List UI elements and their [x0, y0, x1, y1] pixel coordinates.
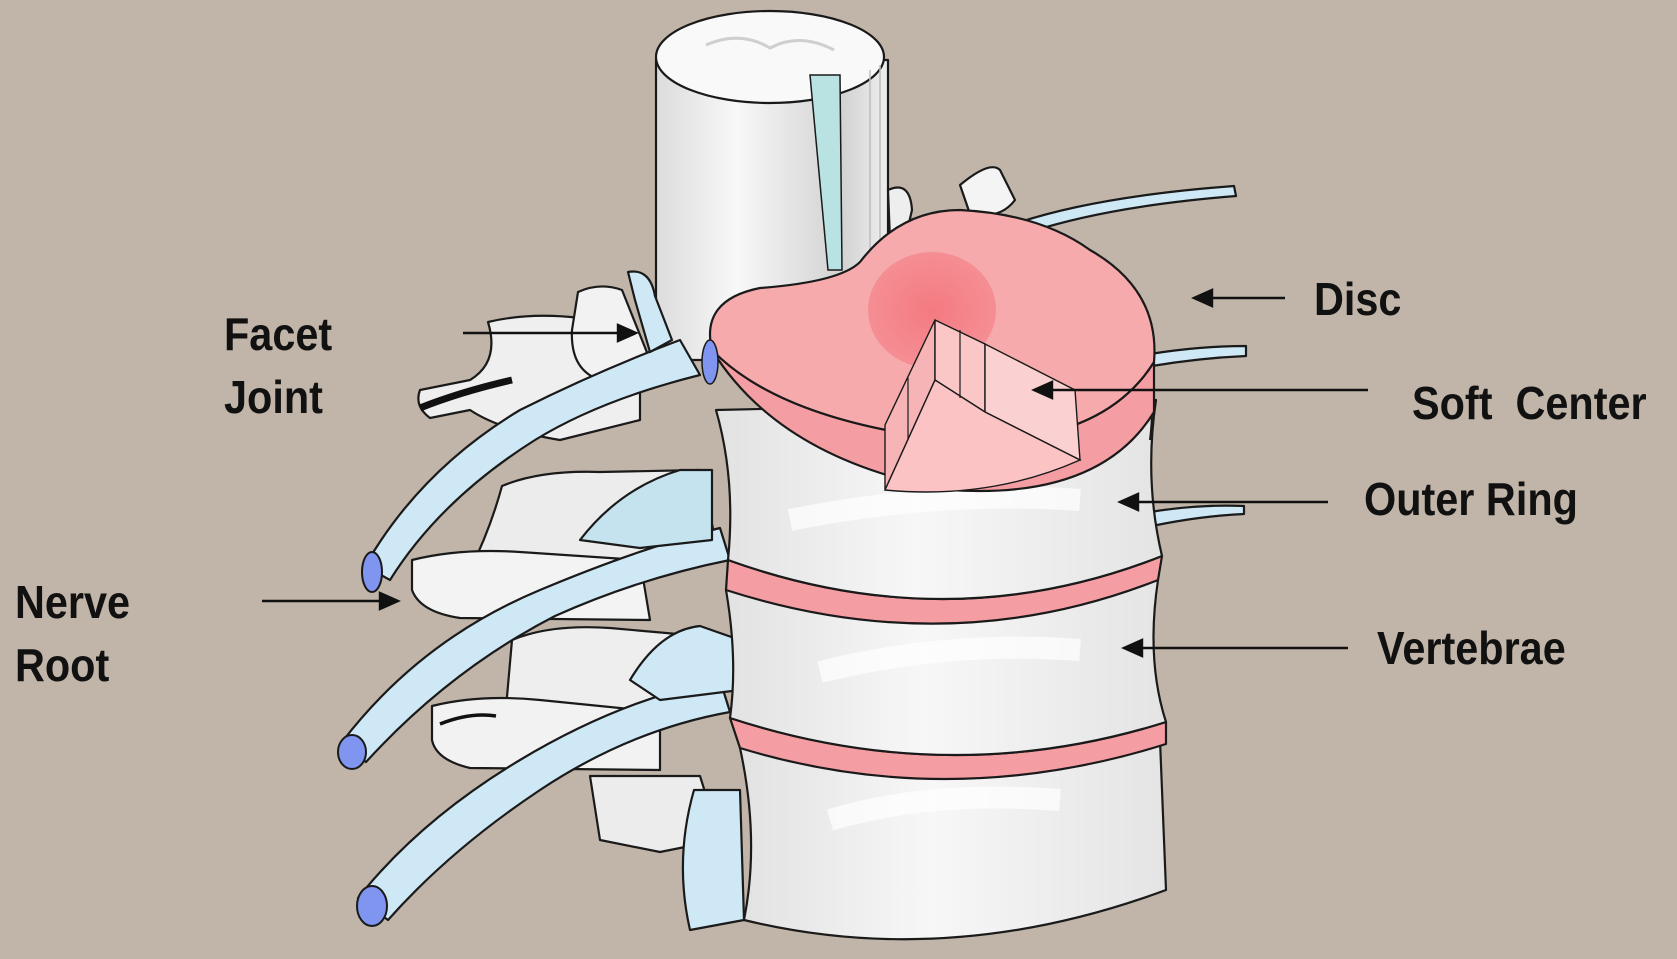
nerve-tip-2 [338, 735, 366, 769]
nerve-root-label-line2: Root [15, 634, 109, 697]
nerve-tip-1 [362, 552, 382, 592]
nerve-root-label-line1: Nerve [15, 571, 130, 634]
facet-joint-label-line1: Facet [224, 303, 332, 366]
outer-ring-label: Outer Ring [1364, 468, 1578, 531]
disc-label: Disc [1314, 268, 1401, 331]
nerve-root-arrow [262, 593, 398, 609]
soft-center-label: Soft Center [1412, 372, 1647, 435]
facet-joint-label-line2: Joint [224, 366, 323, 429]
vertebrae-label: Vertebrae [1377, 617, 1566, 680]
vertebrae-arrow [1124, 640, 1348, 656]
disc-arrow [1194, 290, 1285, 306]
nerve-tip-3 [357, 886, 387, 926]
